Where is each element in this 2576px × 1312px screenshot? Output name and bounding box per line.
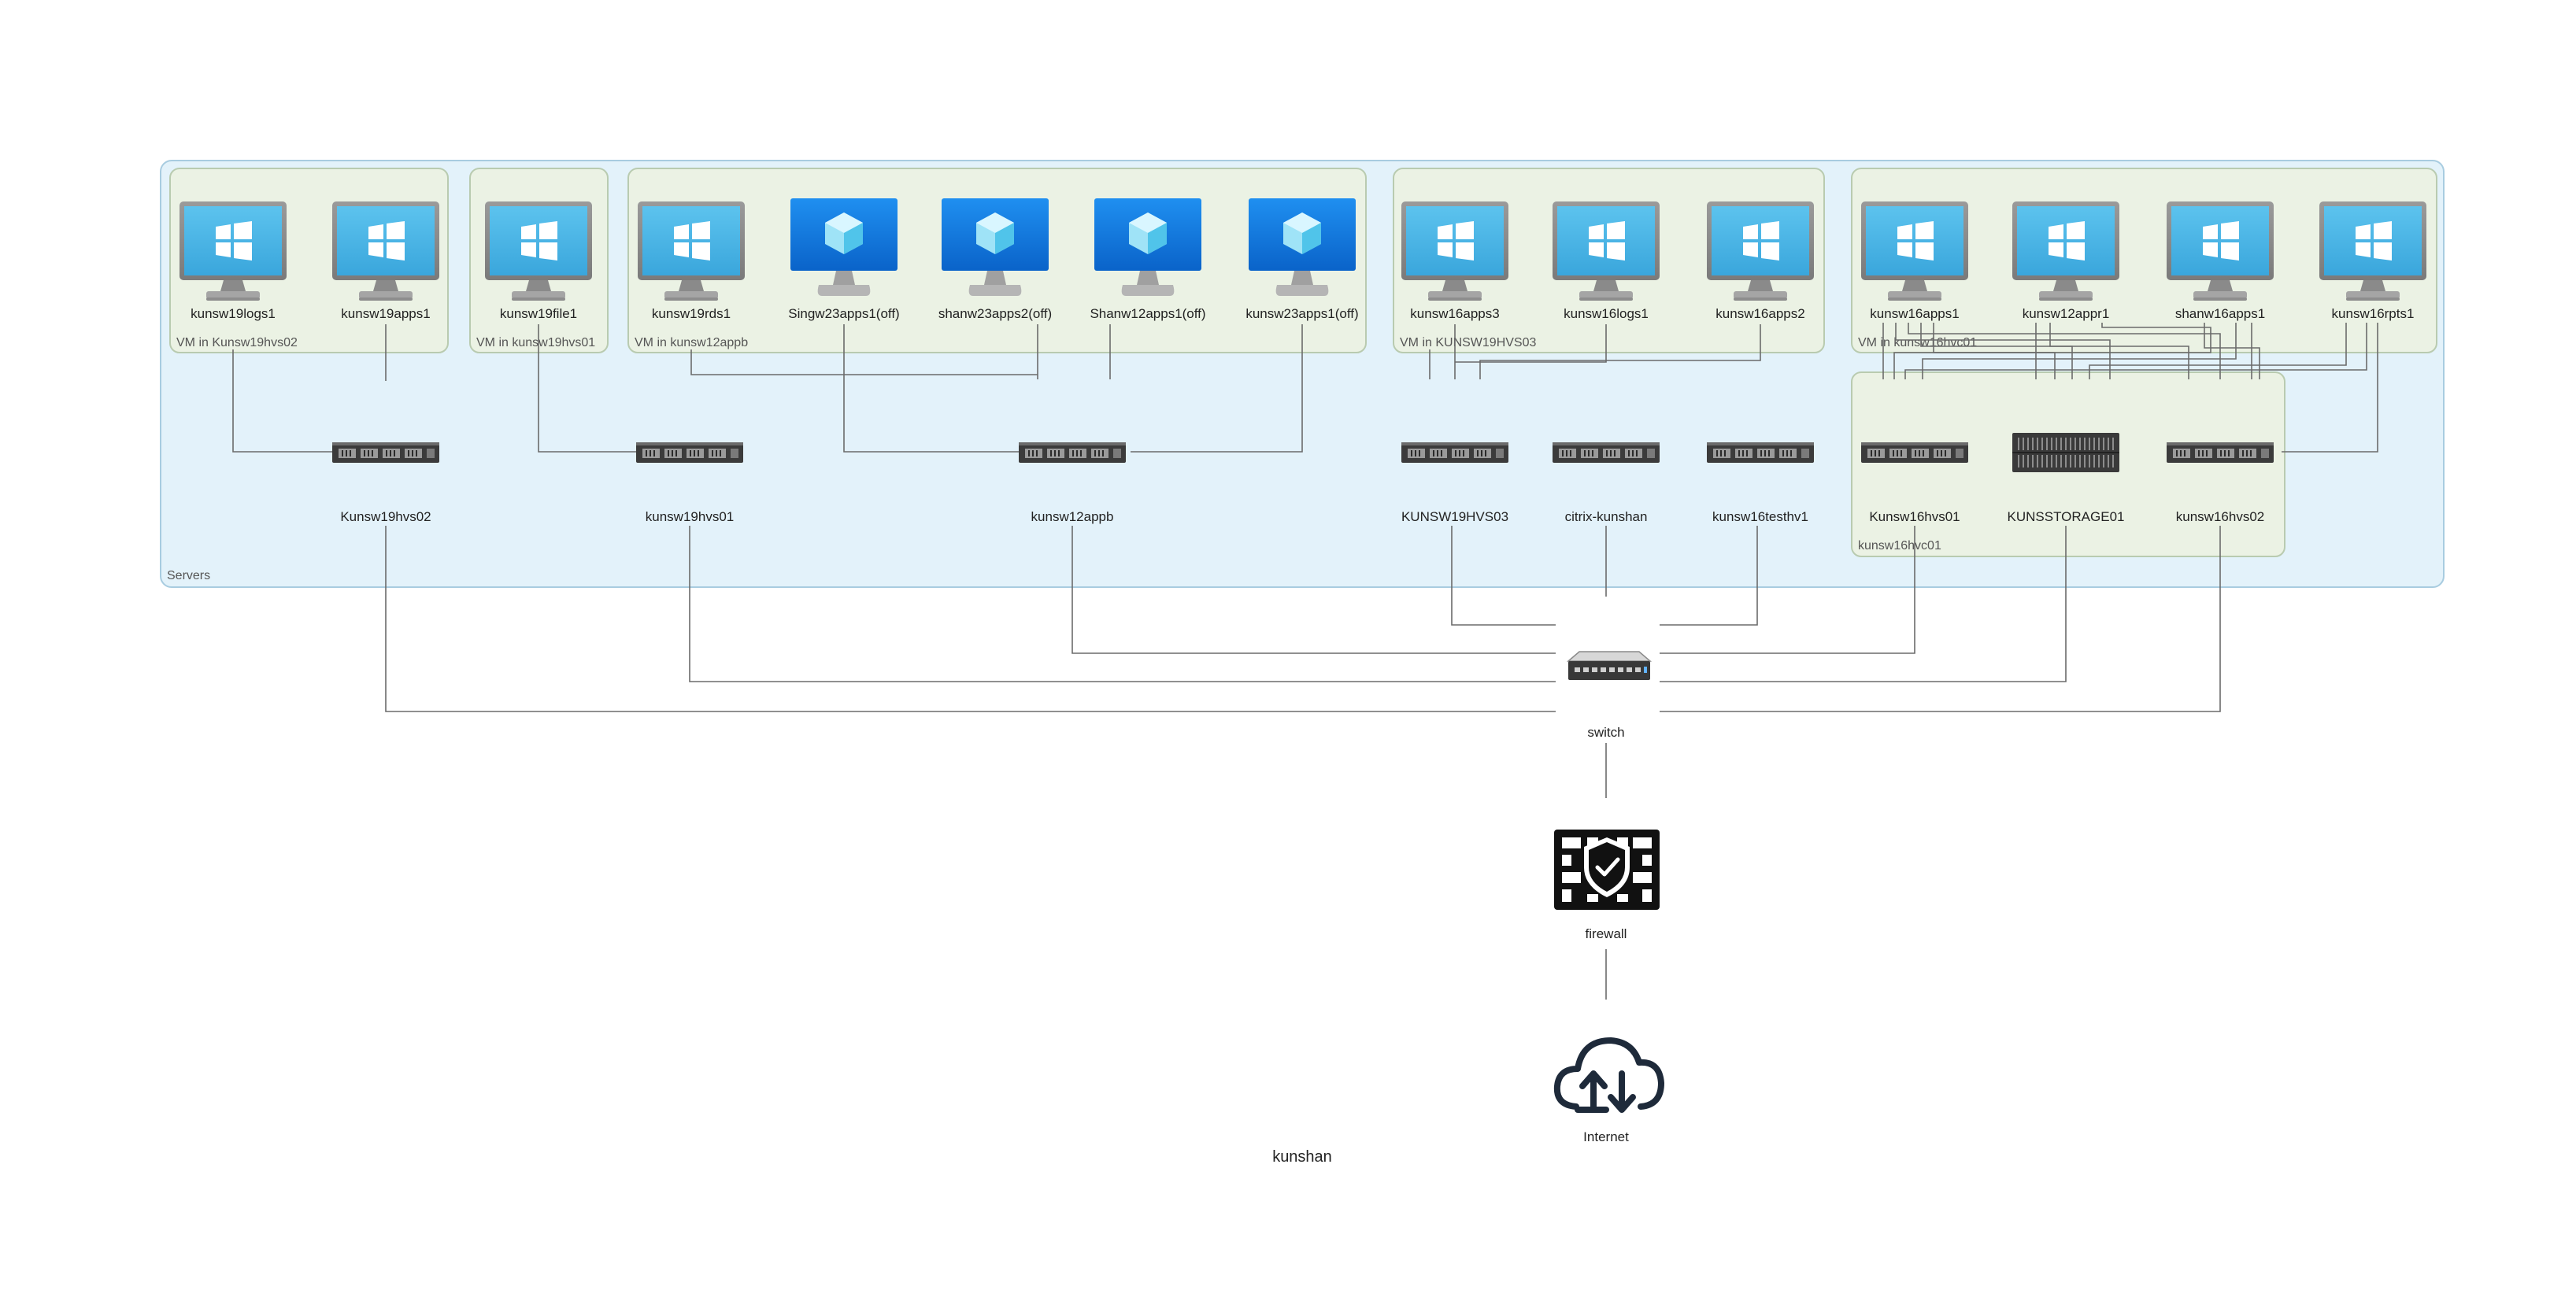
vm-shanw12apps1[interactable]: Shanw12apps1(off) [1090,198,1206,321]
vm-label: kunsw16logs1 [1564,306,1649,321]
vm-kunsw19file1[interactable]: kunsw19file1 [485,201,592,321]
vm-label: kunsw19logs1 [191,306,276,321]
vm-label: shanw16apps1 [2175,306,2265,321]
vm-label: Singw23apps1(off) [788,306,899,321]
vm-label: kunsw23apps1(off) [1245,306,1358,321]
rack-server-icon [1553,442,1660,463]
host-kunsw19hvs03[interactable]: KUNSW19HVS03 [1401,442,1508,524]
vm-kunsw23apps1[interactable]: kunsw23apps1(off) [1245,198,1359,321]
host-label: KUNSSTORAGE01 [2008,509,2125,524]
cloud-upload-download-icon [1553,1037,1664,1113]
storage-array-icon [2012,432,2120,473]
vm-kunsw16logs1[interactable]: kunsw16logs1 [1553,201,1660,321]
host-kunsw19hvs01[interactable]: kunsw19hvs01 [636,442,743,524]
vm-kunsw19logs1[interactable]: kunsw19logs1 [180,201,287,321]
vm-kunsw16apps3[interactable]: kunsw16apps3 [1401,201,1508,321]
switch-label: switch [1587,725,1624,740]
virtual-machines: kunsw19logs1 kunsw19apps1 kunsw19file1 kuns… [180,198,2426,321]
group-vm-kunsw19hvs01-label: VM in kunsw19hvs01 [476,336,595,349]
host-citrix_kunshan[interactable]: citrix-kunshan [1553,442,1660,524]
vm-label: kunsw16apps1 [1870,306,1959,321]
internet-label: Internet [1583,1129,1629,1144]
hosts: Kunsw19hvs02 kunsw19hvs01 kunsw12appb KUNSW… [332,432,2274,524]
host-kunsw16testhv1[interactable]: kunsw16testhv1 [1707,442,1814,524]
vm-kunsw16rpts1[interactable]: kunsw16rpts1 [2319,201,2426,321]
rack-server-icon [636,442,743,463]
vm-shanw16apps1[interactable]: shanw16apps1 [2167,201,2274,321]
vm-label: Shanw12apps1(off) [1090,306,1205,321]
rack-server-icon [1707,442,1814,463]
vm-label: kunsw16apps2 [1715,306,1804,321]
vm-label: kunsw12appr1 [2023,306,2110,321]
group-vm-kunsw19hvs02-label: VM in Kunsw19hvs02 [176,336,298,349]
vm-singw23apps1[interactable]: Singw23apps1(off) [788,198,900,321]
group-cluster-kunsw16hvc01-label: kunsw16hvc01 [1858,539,1941,553]
vm-kunsw16apps2[interactable]: kunsw16apps2 [1707,201,1814,321]
vm-label: kunsw16apps3 [1410,306,1499,321]
rack-server-icon [1019,442,1126,463]
vm-label: kunsw19file1 [500,306,577,321]
vm-label: kunsw16rpts1 [2332,306,2415,321]
firewall-label: firewall [1586,926,1627,941]
vm-kunsw16apps1[interactable]: kunsw16apps1 [1861,201,1968,321]
host-kunsstorage01[interactable]: KUNSSTORAGE01 [2008,432,2125,524]
vm-label: kunsw19apps1 [341,306,430,321]
host-label: Kunsw19hvs02 [340,509,431,524]
group-vm-kunsw19hvs03-label: VM in KUNSW19HVS03 [1400,336,1536,349]
host-kunsw16hvs01[interactable]: Kunsw16hvs01 [1861,442,1968,524]
host-label: Kunsw16hvs01 [1869,509,1960,524]
group-vm-kunsw16hvc01-label: VM in kunsw16hvc01 [1858,336,1977,349]
host-label: kunsw12appb [1031,509,1114,524]
rack-server-icon [332,442,439,463]
vm-kunsw12appr1[interactable]: kunsw12appr1 [2012,201,2119,321]
host-label: kunsw16testhv1 [1712,509,1808,524]
group-servers-label: Servers [167,569,210,582]
rack-server-icon [1401,442,1508,463]
vm-kunsw19apps1[interactable]: kunsw19apps1 [332,201,439,321]
firewall-icon [1554,830,1660,910]
host-label: kunsw19hvs01 [646,509,734,524]
firewall-node[interactable]: firewall [1554,830,1660,941]
host-label: citrix-kunshan [1565,509,1648,524]
connection-lines [232,323,2378,1000]
group-vm-kunsw12appb-label: VM in kunsw12appb [635,336,748,349]
host-kunsw16hvs02[interactable]: kunsw16hvs02 [2167,442,2274,524]
diagram-title: kunshan [1272,1148,1332,1166]
vm-label: shanw23apps2(off) [938,306,1052,321]
host-kunsw19hvs02[interactable]: Kunsw19hvs02 [332,442,439,524]
rack-server-icon [1861,442,1968,463]
host-label: kunsw16hvs02 [2176,509,2264,524]
switch-node[interactable]: switch [1556,615,1658,741]
vm-label: kunsw19rds1 [652,306,731,321]
internet-node[interactable]: Internet [1553,1037,1664,1144]
network-switch-icon [1566,651,1653,680]
rack-server-icon [2167,442,2274,463]
vm-kunsw19rds1[interactable]: kunsw19rds1 [638,201,745,321]
host-label: KUNSW19HVS03 [1401,509,1508,524]
vm-shanw23apps2[interactable]: shanw23apps2(off) [938,198,1052,321]
host-kunsw12appb[interactable]: kunsw12appb [1019,442,1126,524]
